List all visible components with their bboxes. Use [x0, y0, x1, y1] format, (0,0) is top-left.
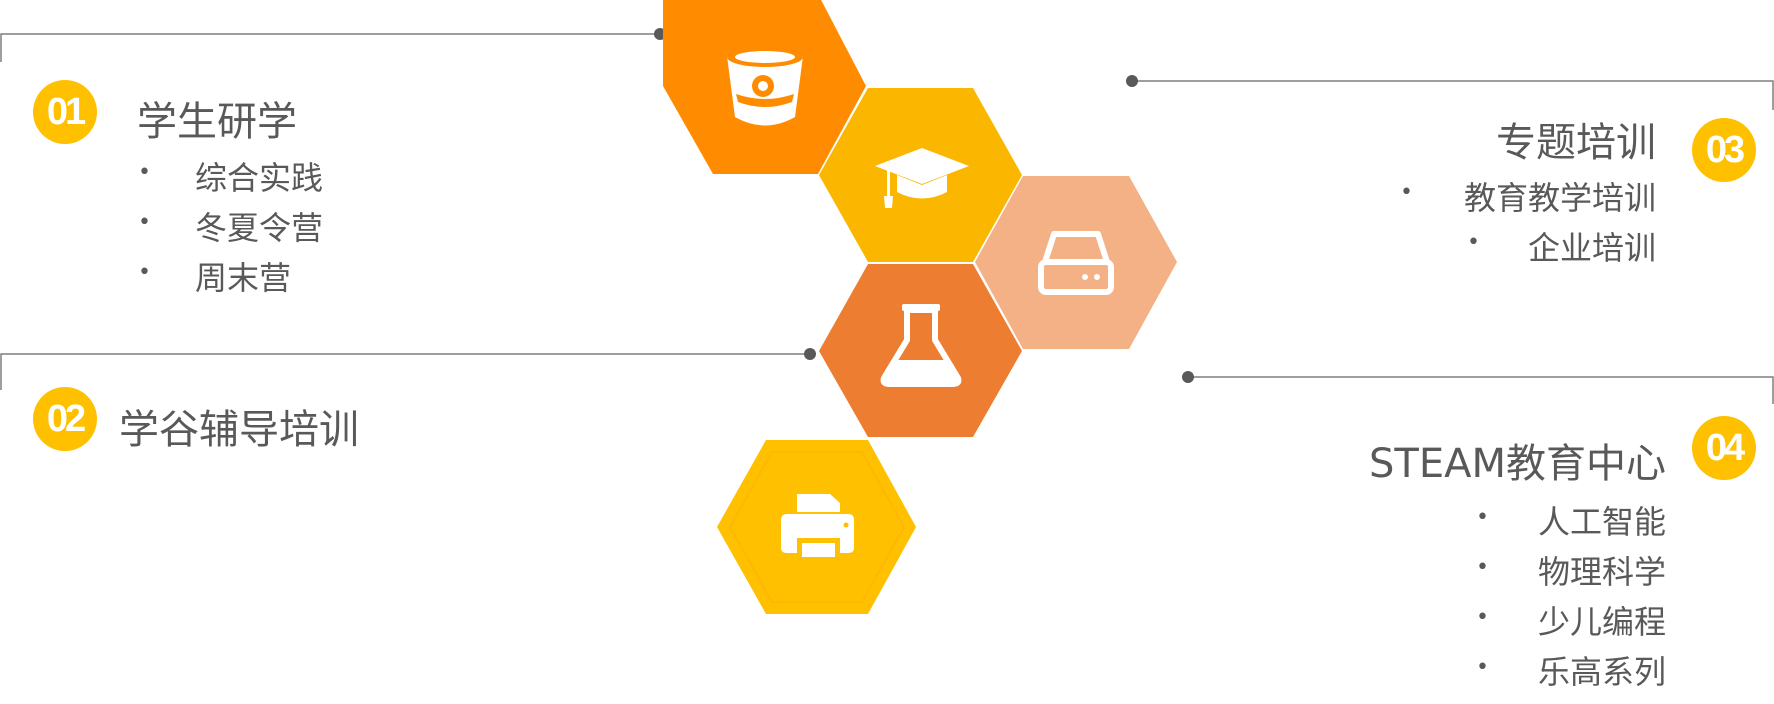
flask-icon — [880, 304, 962, 387]
list-item: 综合实践 — [195, 159, 324, 197]
hexagon-graduation-cap — [819, 88, 1022, 262]
list-item: 人工智能 — [1537, 503, 1666, 541]
section-badge-03: 03 — [1692, 118, 1756, 182]
list-item: 物理科学 — [1537, 553, 1666, 591]
bullet: • — [138, 210, 151, 235]
connector-line-02 — [0, 353, 810, 390]
bullet: • — [138, 260, 151, 285]
list-item: 周末营 — [195, 259, 292, 297]
hexagon-hard-drive — [975, 176, 1177, 349]
connector-line-01 — [0, 33, 660, 62]
list-item: 企业培训 — [1527, 229, 1656, 267]
bullet: • — [1476, 655, 1489, 680]
bullet: • — [1467, 230, 1480, 255]
bullet: • — [1476, 555, 1489, 580]
graduation-cap-icon — [875, 148, 969, 208]
list-item: 乐高系列 — [1537, 653, 1666, 691]
list-item: 冬夏令营 — [195, 209, 324, 247]
section-badge-04: 04 — [1692, 416, 1756, 480]
hexagon-flask — [819, 264, 1022, 437]
section-title-02: 学谷辅导培训 — [119, 407, 359, 453]
hexagon-printer — [717, 440, 916, 614]
printer-icon — [781, 494, 854, 557]
hard-drive-icon — [1038, 231, 1114, 295]
connector-line-04 — [1188, 376, 1774, 404]
list-item: 教育教学培训 — [1463, 179, 1656, 217]
list-item: 少儿编程 — [1537, 603, 1666, 641]
bullet: • — [138, 160, 151, 185]
connector-dot-02 — [804, 348, 816, 360]
bucket-icon — [727, 47, 803, 126]
hexagon-bucket — [663, 0, 866, 174]
hexagon-shape — [819, 264, 1022, 437]
connector-dot-03 — [1126, 75, 1138, 87]
bullet: • — [1476, 605, 1489, 630]
section-badge-01: 01 — [33, 80, 97, 144]
section-badge-02: 02 — [33, 387, 97, 451]
section-title-04: STEAM教育中心 — [1369, 441, 1666, 487]
connector-lines — [0, 33, 1774, 404]
bullet: • — [1476, 505, 1489, 530]
bullet: • — [1400, 180, 1413, 205]
connector-line-03 — [1132, 80, 1774, 110]
connector-dot-04 — [1182, 371, 1194, 383]
section-title-01: 学生研学 — [137, 99, 297, 145]
section-title-03: 专题培训 — [1496, 120, 1656, 166]
